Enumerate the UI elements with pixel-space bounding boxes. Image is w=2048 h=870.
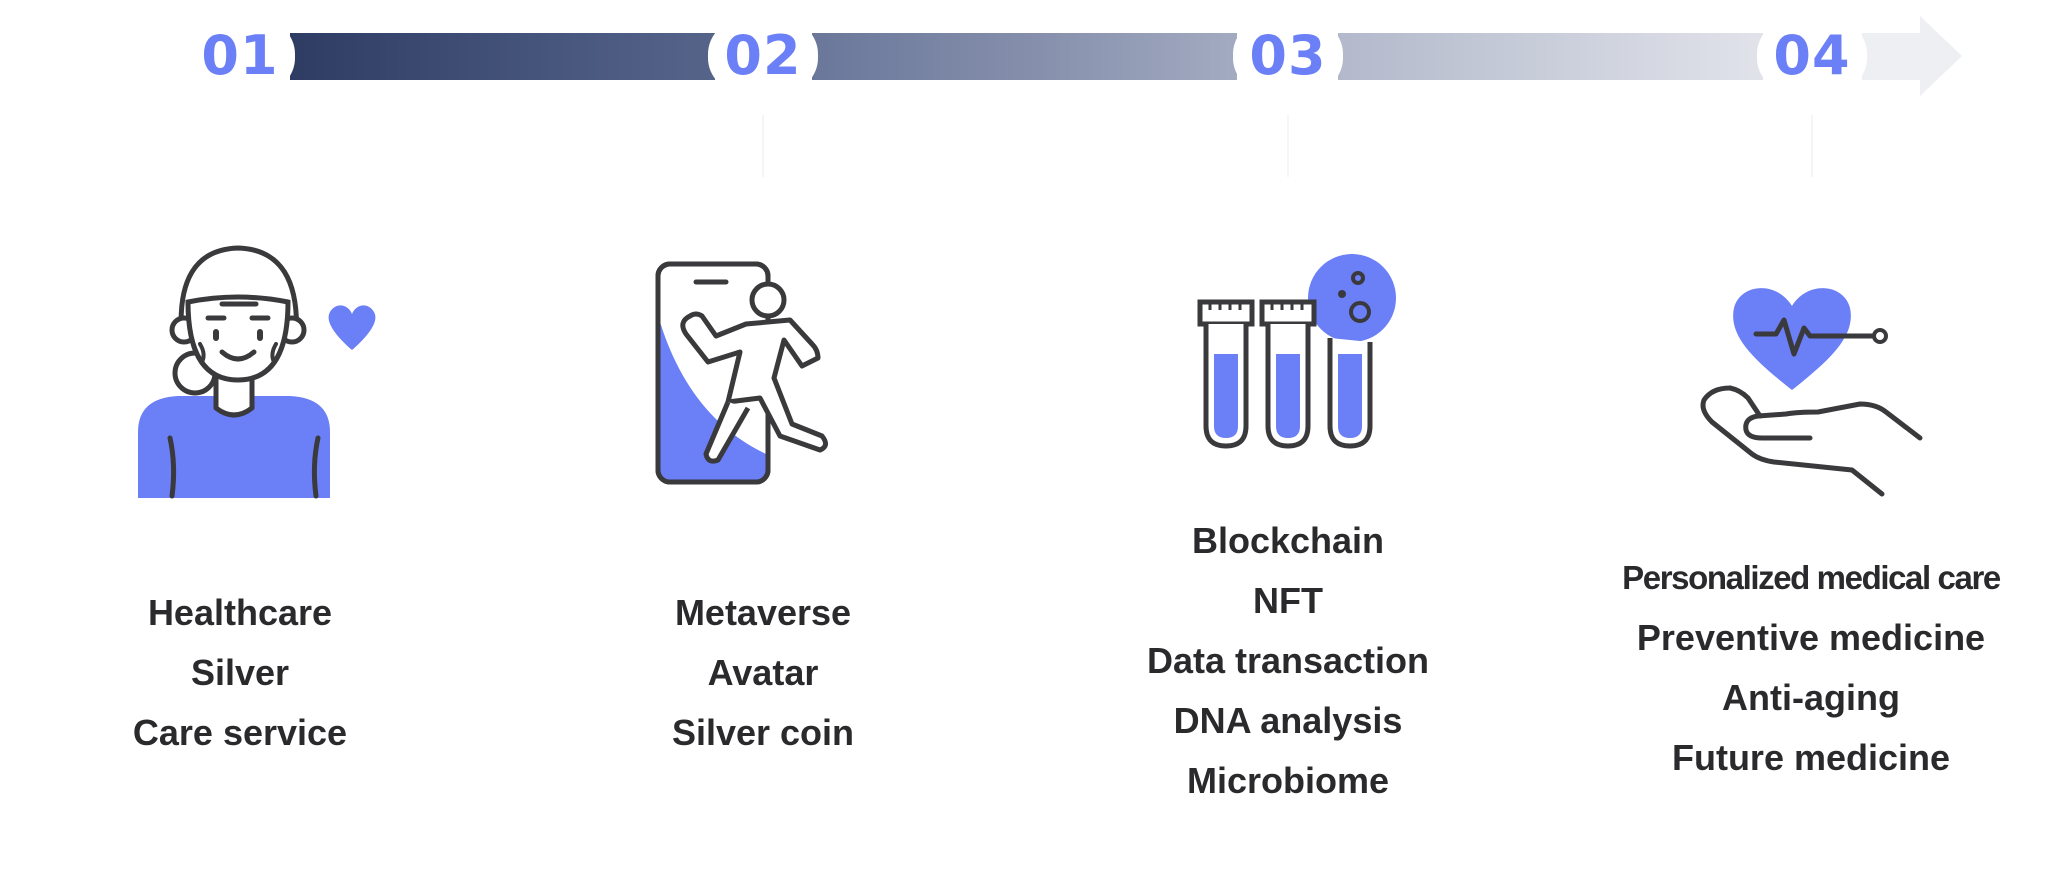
step-3-label-line: Data transaction [1146, 640, 1430, 681]
step-1-label-line: Care service [132, 712, 348, 753]
step-2-label-line: Avatar [707, 652, 819, 693]
test-tubes-microbe-icon [1190, 250, 1410, 460]
timeline-arrow-head [1920, 16, 1962, 96]
step-number-3: 03 [1233, 20, 1343, 92]
timeline-segment-1 [290, 33, 715, 80]
step-4-labels: Personalized medical care Preventive med… [1591, 548, 2031, 788]
step-4-label-line: Personalized medical care [1622, 559, 2001, 596]
step-2-label-line: Metaverse [674, 592, 852, 633]
step-3-label-line: NFT [1253, 580, 1323, 621]
connector-tick-2 [762, 115, 764, 177]
connector-tick-3 [1287, 115, 1289, 177]
step-number-4: 04 [1757, 20, 1867, 92]
step-1-label-line: Healthcare [147, 592, 333, 633]
connector-tick-4 [1811, 115, 1813, 177]
step-number-1: 01 [185, 20, 295, 92]
timeline-arrow: 01 02 03 04 [0, 0, 2048, 120]
step-3-label-line: Microbiome [1186, 760, 1390, 801]
step-4-label-line: Preventive medicine [1636, 617, 1986, 658]
step-3-labels: Blockchain NFT Data transaction DNA anal… [1068, 511, 1508, 811]
step-4-label-line: Anti-aging [1722, 677, 1900, 718]
hand-heart-pulse-icon [1690, 278, 1930, 503]
metaverse-avatar-phone-icon [650, 258, 880, 488]
timeline-segment-4 [1862, 33, 1922, 80]
elderly-person-heart-icon [130, 240, 390, 505]
step-2-labels: Metaverse Avatar Silver coin [543, 583, 983, 763]
step-1-labels: Healthcare Silver Care service [20, 583, 460, 763]
step-2-label-line: Silver coin [671, 712, 855, 753]
step-3-label-line: DNA analysis [1173, 700, 1403, 741]
step-3-label-line: Blockchain [1191, 520, 1385, 561]
step-4-label-line: Future medicine [1671, 737, 1951, 778]
step-number-2: 02 [708, 20, 818, 92]
step-1-label-line: Silver [190, 652, 290, 693]
timeline-segment-3 [1338, 33, 1763, 80]
timeline-segment-2 [812, 33, 1237, 80]
